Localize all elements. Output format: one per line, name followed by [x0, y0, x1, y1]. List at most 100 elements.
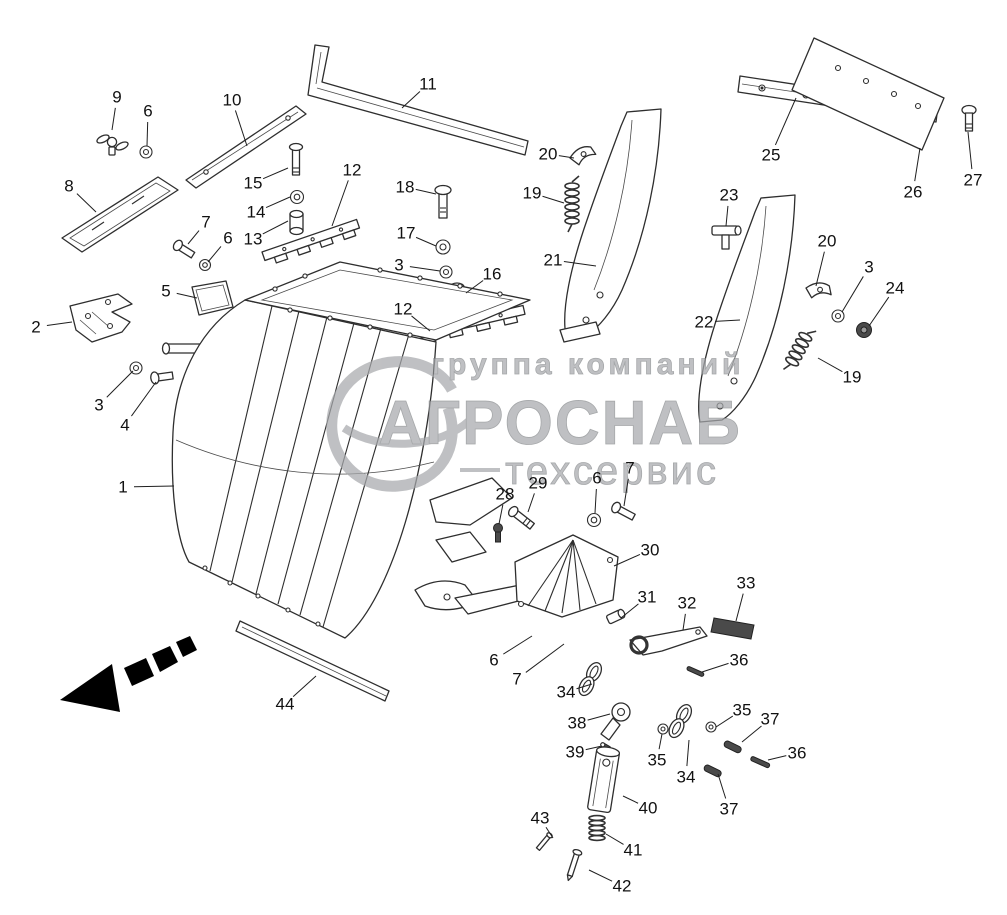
watermark-line2: АГРОСНАБ [378, 389, 742, 458]
part-30-cover [514, 534, 619, 618]
leader-line-44 [292, 675, 317, 697]
part-6-washer-c [586, 512, 602, 528]
leader-line-21 [563, 261, 597, 267]
part-19-spring-b [782, 330, 817, 371]
part-22-blade [698, 194, 796, 423]
part-14-washer [289, 189, 305, 205]
leader-line-41 [605, 833, 624, 845]
leader-line-1 [133, 485, 175, 488]
part-34-link-b [668, 704, 693, 739]
part-40-cylinder [587, 746, 621, 814]
leader-line-28 [498, 504, 504, 525]
part-37-pin-a [723, 740, 742, 754]
part-7-bolt-a [172, 239, 196, 259]
part-26-plate [791, 37, 945, 151]
part-38-rod-end [600, 702, 631, 741]
part-15-bolt [288, 142, 304, 176]
leader-line-8 [76, 193, 97, 213]
leader-line-35 [658, 733, 663, 750]
part-44-strip [235, 620, 390, 702]
part-34-link-a [578, 662, 603, 697]
part-41-spring [588, 814, 606, 842]
part-32-lever [629, 626, 708, 656]
part-4-bolt [150, 371, 174, 385]
leader-line-43 [545, 826, 554, 839]
part-33-plate [710, 617, 755, 640]
part-20-clevis-b [805, 282, 832, 299]
leader-line-7 [623, 478, 629, 507]
leader-line-38 [587, 713, 611, 721]
leader-line-34 [576, 683, 593, 690]
leader-line-18 [415, 188, 437, 195]
leader-line-13 [262, 220, 289, 235]
leader-line-7 [187, 230, 200, 245]
leader-line-6 [207, 246, 222, 263]
part-43-pin [535, 832, 553, 852]
leader-line-30 [613, 554, 641, 567]
leader-line-6 [146, 121, 149, 147]
leader-line-27 [967, 131, 973, 170]
part-8-plate [61, 176, 179, 253]
part-28-bolt [493, 523, 503, 543]
part-11-frame [307, 44, 529, 156]
leader-line-23 [725, 205, 729, 227]
leader-line-34 [686, 739, 690, 767]
leader-line-22 [714, 319, 741, 322]
leader-line-4 [131, 381, 157, 417]
leader-line-19 [542, 195, 565, 204]
part-31-pin [606, 608, 626, 625]
part-6-washer-b [198, 258, 212, 272]
part-20-clevis-a [569, 146, 597, 166]
leader-line-33 [735, 593, 744, 622]
leader-line-29 [527, 493, 535, 513]
part-27-bolt [961, 104, 977, 132]
leader-lines [46, 91, 973, 882]
leader-line-31 [620, 603, 639, 619]
part-7-bolt-b [611, 501, 636, 521]
leader-line-2 [46, 321, 73, 326]
watermark-line1: группа компаний [432, 348, 745, 381]
part-10-strip [185, 105, 307, 189]
direction-arrow-icon [60, 636, 197, 712]
leader-line-19 [817, 357, 843, 373]
leader-line-20 [815, 251, 825, 287]
leader-line-42 [588, 869, 613, 882]
leader-line-6 [503, 635, 533, 655]
part-18-bolt [434, 184, 452, 219]
part-37-pin-b [703, 764, 722, 778]
leader-line-37 [717, 773, 727, 799]
leader-line-17 [415, 236, 437, 247]
leader-line-24 [868, 296, 890, 327]
leader-line-36 [701, 662, 729, 673]
watermark-line3: техсервис [505, 449, 719, 493]
leader-line-11 [401, 91, 421, 109]
part-21-blade [559, 108, 662, 343]
leader-line-37 [741, 725, 762, 743]
leader-line-35 [715, 715, 734, 728]
leader-line-5 [176, 292, 198, 299]
leader-line-26 [914, 147, 921, 182]
part-2-bracket [69, 293, 133, 343]
part-42-pin [566, 848, 583, 882]
part-36-pin-b [750, 756, 771, 769]
part-36-pin-a [686, 666, 705, 677]
leader-line-3 [106, 370, 134, 398]
leader-line-36 [767, 755, 787, 761]
leader-line-7 [525, 643, 565, 673]
leader-line-12 [331, 180, 349, 227]
leader-line-6 [594, 488, 597, 514]
part-3-washer-c [831, 309, 845, 323]
part-1-drum [161, 261, 531, 639]
part-13-bushing [289, 209, 304, 236]
part-19-spring-a [564, 175, 580, 233]
leader-line-3 [841, 276, 864, 313]
part-3-washer-a [439, 265, 453, 279]
leader-line-14 [265, 196, 291, 209]
part-6-washer-a [139, 145, 153, 159]
leader-line-25 [774, 97, 797, 146]
leader-line-16 [465, 280, 484, 294]
part-35-washer-a [657, 723, 669, 735]
part-5-plate [191, 280, 234, 316]
leader-line-12 [411, 315, 431, 332]
part-23-bolt [711, 225, 742, 250]
